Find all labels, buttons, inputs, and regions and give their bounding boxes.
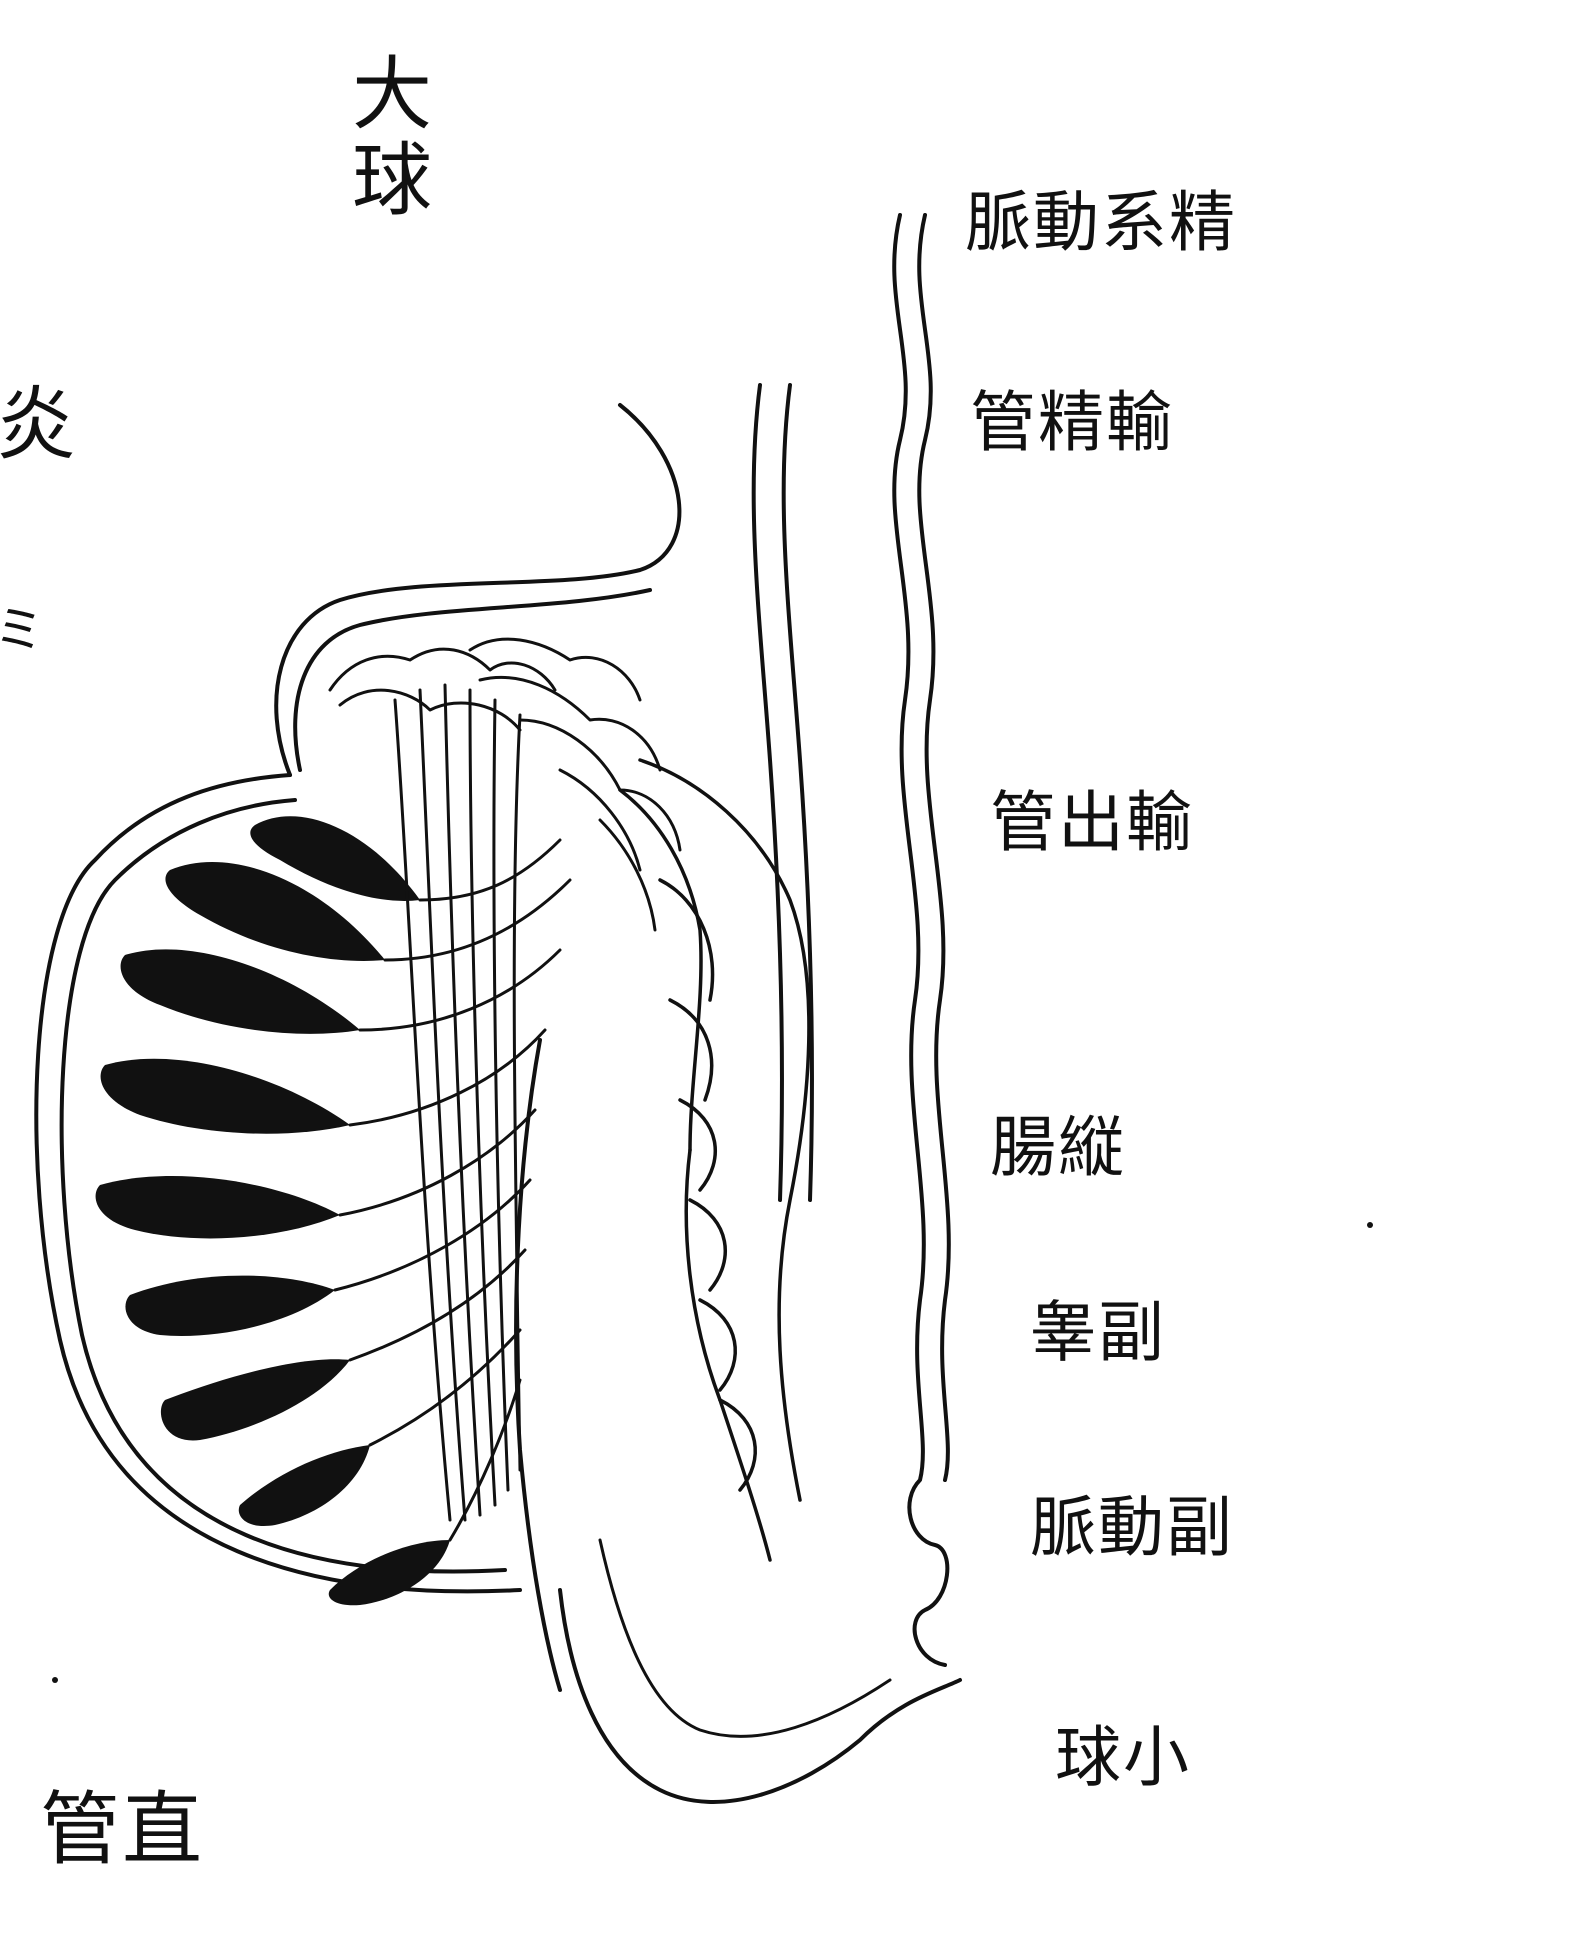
lobule-4: [101, 1059, 350, 1134]
lobule-3: [121, 949, 360, 1033]
label-straight-duct: 管直: [40, 1790, 204, 1870]
tunica-upper-loop-inner: [295, 590, 650, 770]
mediastinum-lower: [516, 1040, 560, 1690]
leader-dot: [52, 1677, 58, 1683]
spermatic-vessel-left: [894, 215, 947, 1665]
lobule-6: [125, 1276, 335, 1336]
lobule-7: [161, 1359, 350, 1440]
label-duct-a: 管精輸: [970, 390, 1174, 456]
vas-deferens-left: [754, 385, 782, 1200]
tunica-upper-loop: [276, 405, 679, 775]
leader-dot: [1367, 1222, 1373, 1228]
label-left-small: ミ: [0, 605, 46, 655]
label-epididymis: 睾副: [1030, 1300, 1166, 1366]
mediastinum-bundle: [395, 685, 520, 1520]
spermatic-vessel-right: [919, 215, 949, 1480]
label-duct-c: 腸縦: [990, 1115, 1126, 1181]
epididymis-tail-inner: [600, 1540, 890, 1736]
label-duct-b: 管出輸: [990, 790, 1194, 856]
label-vein: 脈動系精: [965, 190, 1237, 256]
label-da-qiu: 大球: [318, 52, 468, 225]
label-small-globe: 球小: [1055, 1725, 1191, 1791]
label-epididymal-vein: 脈動副: [1030, 1495, 1234, 1561]
label-left-upper: 炎: [0, 385, 78, 465]
lobule-8: [239, 1445, 370, 1526]
epididymis-tail: [560, 1590, 960, 1802]
testis-lobules: [96, 816, 450, 1605]
lobule-5: [96, 1176, 340, 1238]
